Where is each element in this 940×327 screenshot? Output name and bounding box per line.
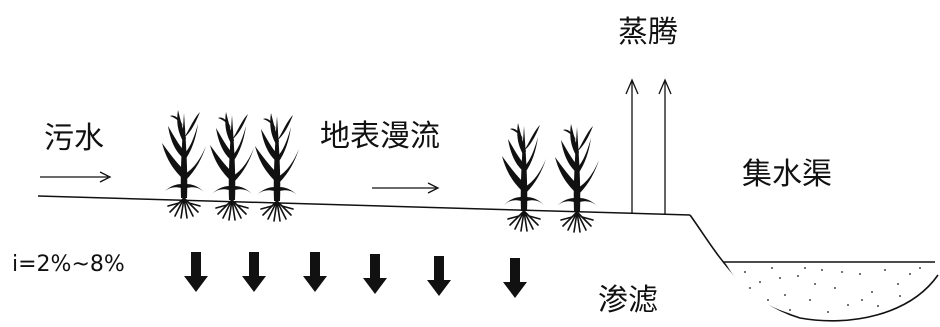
reed-plant-icon <box>254 112 300 222</box>
infiltration-arrow-icon <box>242 252 266 292</box>
infiltration-label: 渗滤 <box>598 283 658 318</box>
infiltration-arrow-icon <box>427 256 451 296</box>
reed-plant-icon <box>501 122 547 232</box>
reed-plant-icon <box>209 111 255 221</box>
reed-plant-icon <box>161 109 207 219</box>
collection-channel-label: 集水渠 <box>742 157 832 192</box>
infiltration-arrow-icon <box>363 254 387 294</box>
evaporation-arrow-left <box>625 78 639 214</box>
infiltration-arrow-icon <box>184 252 208 292</box>
sewage-flow-arrow <box>40 171 112 183</box>
slope-label: i=2%~8% <box>12 252 125 277</box>
infiltration-arrow-icon <box>303 252 327 292</box>
evaporation-label: 蒸腾 <box>618 15 678 50</box>
overland-flow-label: 地表漫流 <box>320 119 440 154</box>
ground-surface-line <box>37 195 691 216</box>
sewage-label: 污水 <box>44 121 104 156</box>
water-speckles <box>744 267 921 313</box>
overland-flow-arrow <box>372 182 440 194</box>
infiltration-arrow-icon <box>503 258 527 298</box>
collection-channel-basin <box>689 214 939 322</box>
reed-plant-icon <box>554 123 600 233</box>
evaporation-arrow-right <box>658 78 672 214</box>
